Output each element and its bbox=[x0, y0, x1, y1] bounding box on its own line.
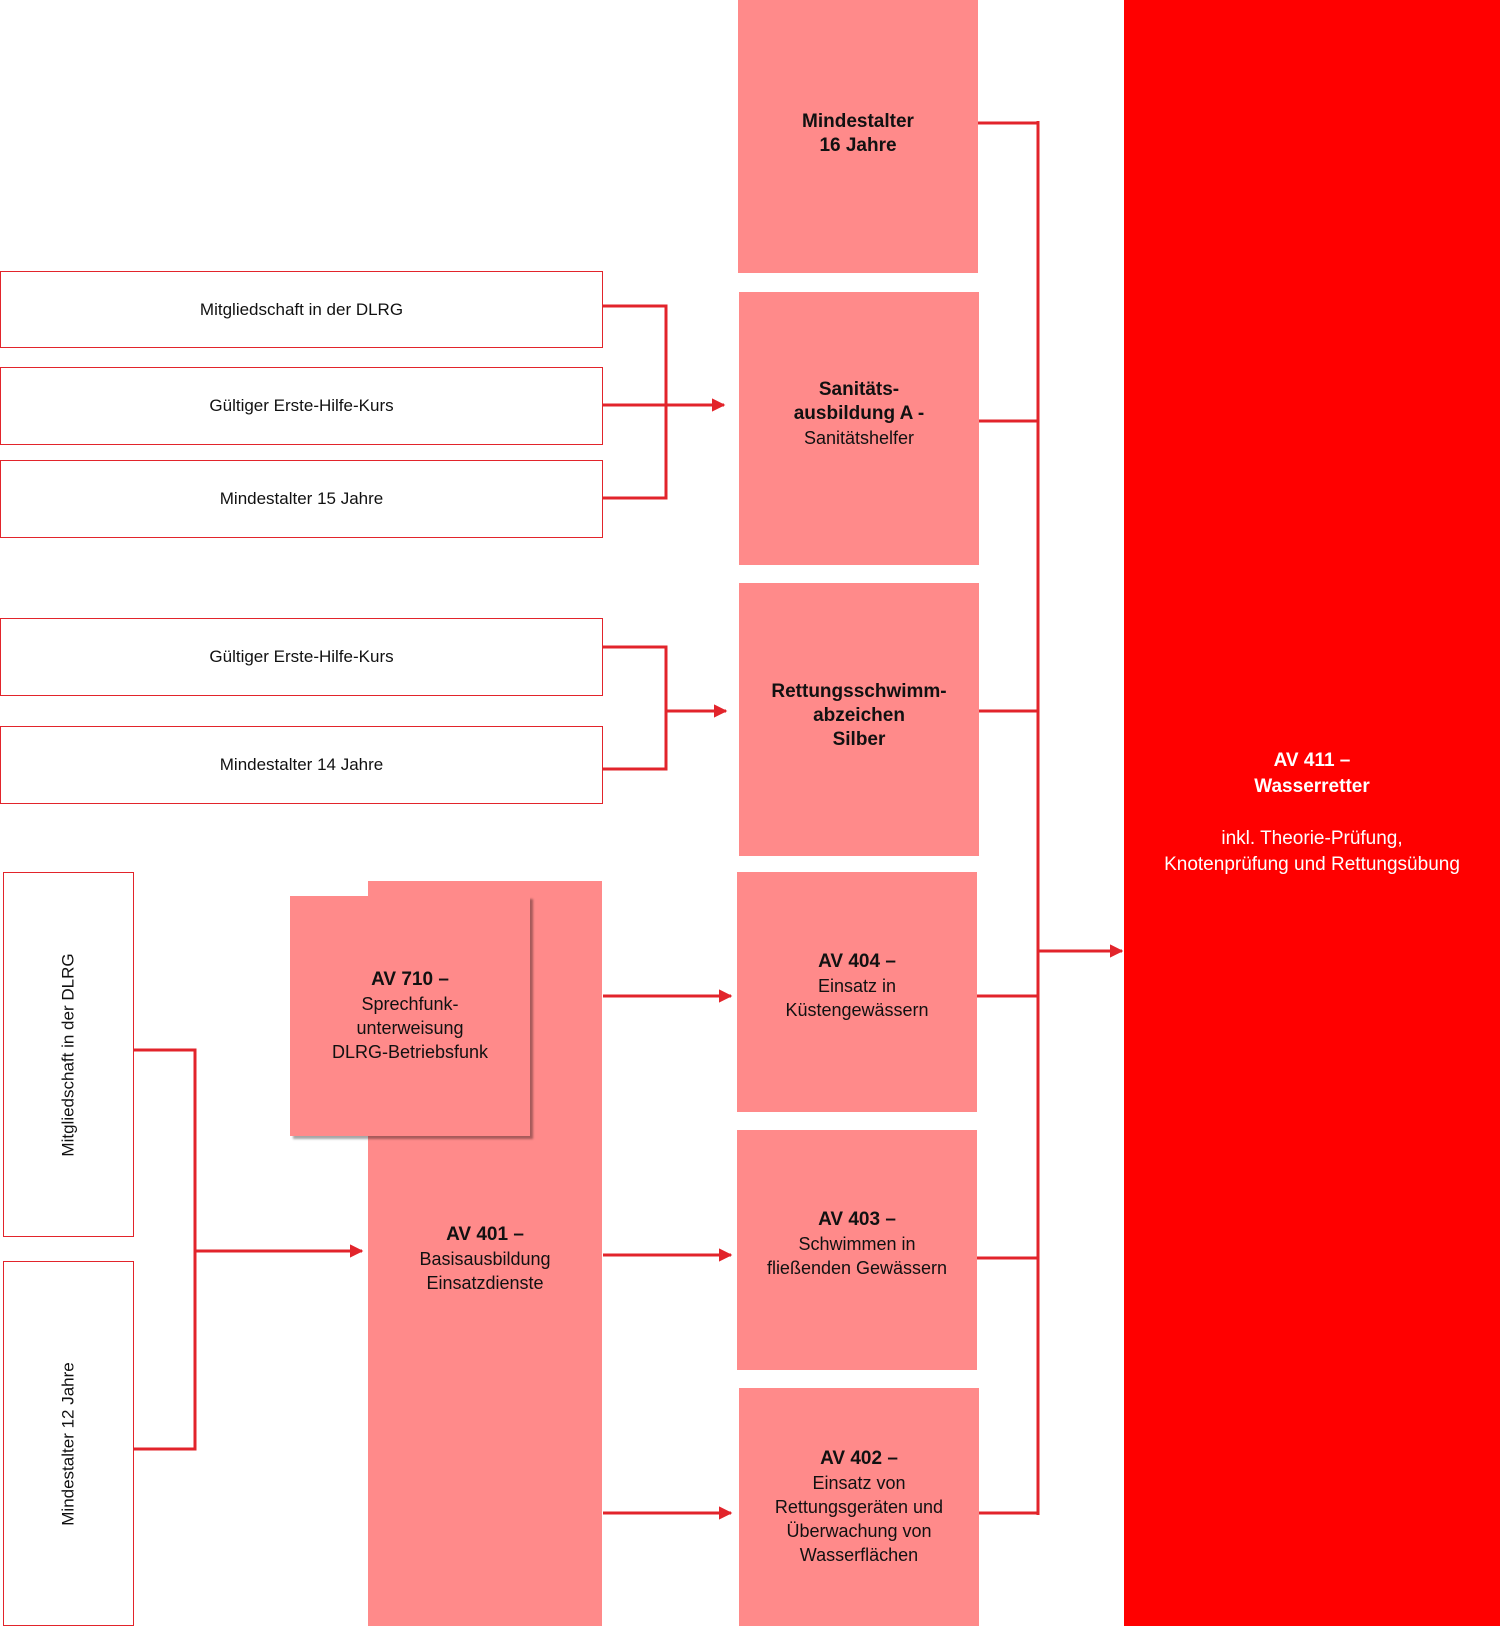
final-title-line: Wasserretter bbox=[1254, 776, 1370, 797]
requirement-label: Mitgliedschaft in der DLRG bbox=[58, 952, 78, 1157]
course-title: AV 710 – bbox=[371, 969, 449, 990]
requirement-label: Mindestalter 12 Jahre bbox=[58, 1361, 78, 1526]
course-line: DLRG-Betriebsfunk bbox=[331, 1042, 489, 1062]
requirement-firstaid-rettungsschwimm: Gültiger Erste-Hilfe-Kurs bbox=[0, 618, 603, 696]
final-av411-wasserretter: AV 411 – Wasserretter inkl. Theorie-Prüf… bbox=[1124, 0, 1500, 1626]
requirement-firstaid-sanitaet: Gültiger Erste-Hilfe-Kurs bbox=[0, 367, 603, 445]
course-line: Silber bbox=[832, 728, 886, 750]
course-rettungsschwimm: Rettungsschwimm- abzeichen Silber bbox=[739, 583, 979, 856]
course-line: Sprechfunk- bbox=[361, 994, 459, 1014]
final-note-line: inkl. Theorie-Prüfung, bbox=[1221, 828, 1403, 849]
course-av710: AV 710 – Sprechfunk- unterweisung DLRG-B… bbox=[290, 896, 530, 1136]
requirement-membership-sanitaet: Mitgliedschaft in der DLRG bbox=[0, 271, 603, 348]
course-min-age-16: Mindestalter 16 Jahre bbox=[738, 0, 978, 273]
course-line: Basisausbildung bbox=[419, 1248, 551, 1269]
course-line: Einsatz von bbox=[812, 1473, 906, 1493]
course-av404: AV 404 – Einsatz in Küstengewässern bbox=[737, 872, 977, 1112]
requirement-label: Gültiger Erste-Hilfe-Kurs bbox=[209, 396, 394, 415]
course-line: Rettungsschwimm- bbox=[771, 680, 947, 702]
course-title: AV 404 – bbox=[818, 951, 896, 972]
requirement-label: Mindestalter 15 Jahre bbox=[219, 489, 384, 508]
course-title: AV 402 – bbox=[820, 1448, 898, 1469]
requirement-label: Mindestalter 14 Jahre bbox=[219, 755, 384, 774]
course-line: abzeichen bbox=[813, 704, 905, 726]
course-line: Einsatz in bbox=[817, 976, 897, 996]
course-line: Rettungsgeräten und bbox=[774, 1497, 944, 1517]
requirement-label: Mitgliedschaft in der DLRG bbox=[199, 299, 404, 319]
final-title-line: AV 411 – bbox=[1273, 750, 1351, 771]
course-line: 16 Jahre bbox=[819, 135, 897, 156]
course-line: Sanitätshelfer bbox=[803, 427, 915, 448]
course-line: Küstengewässern bbox=[785, 1000, 929, 1020]
course-line: Wasserflächen bbox=[799, 1545, 919, 1565]
course-line: Sanitäts- bbox=[818, 378, 900, 400]
course-line: fließenden Gewässern bbox=[766, 1258, 948, 1278]
course-line: Schwimmen in bbox=[798, 1234, 916, 1254]
course-line: Mindestalter bbox=[802, 111, 914, 132]
course-sanitaet: Sanitäts- ausbildung A - Sanitätshelfer bbox=[739, 292, 979, 565]
requirement-membership-base: Mitgliedschaft in der DLRG bbox=[3, 872, 134, 1237]
final-note-line: Knotenprüfung und Rettungsübung bbox=[1164, 854, 1460, 875]
course-line: unterweisung bbox=[356, 1018, 464, 1038]
course-av402: AV 402 – Einsatz von Rettungsgeräten und… bbox=[739, 1388, 979, 1626]
course-title: AV 403 – bbox=[818, 1209, 896, 1230]
course-line: Überwachung von bbox=[786, 1521, 932, 1541]
course-title: AV 401 – bbox=[446, 1223, 524, 1245]
requirement-age-15: Mindestalter 15 Jahre bbox=[0, 460, 603, 538]
course-line: ausbildung A - bbox=[793, 402, 925, 424]
course-line: Einsatzdienste bbox=[426, 1272, 544, 1293]
course-av403: AV 403 – Schwimmen in fließenden Gewässe… bbox=[737, 1130, 977, 1370]
requirement-label: Gültiger Erste-Hilfe-Kurs bbox=[209, 647, 394, 666]
requirement-age-14: Mindestalter 14 Jahre bbox=[0, 726, 603, 804]
requirement-age-12: Mindestalter 12 Jahre bbox=[3, 1261, 134, 1626]
